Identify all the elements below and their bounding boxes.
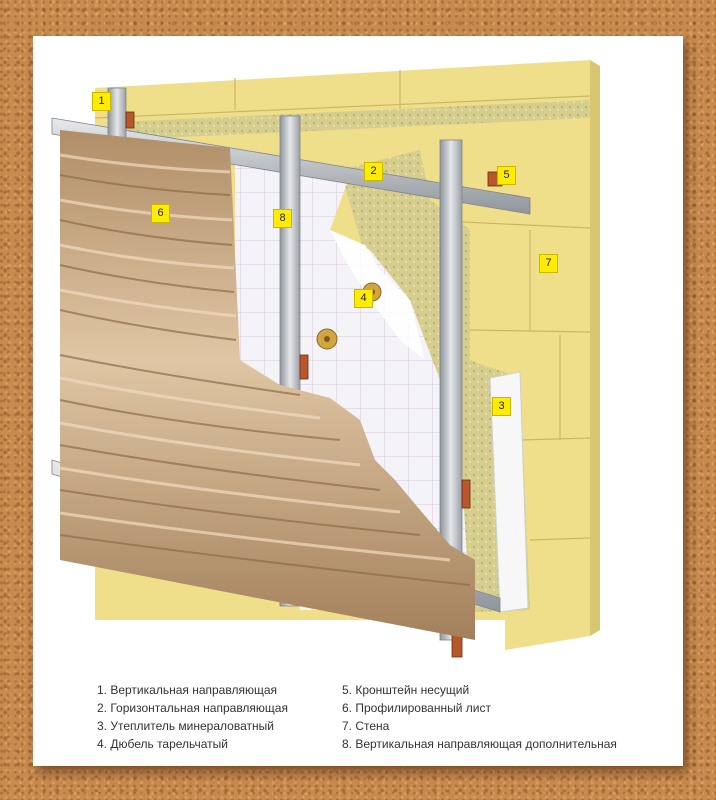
badge-5: 5 [497, 166, 516, 185]
badge-8: 8 [273, 209, 292, 228]
badge-1: 1 [92, 92, 111, 111]
badge-2: 2 [364, 162, 383, 181]
legend-item: 8. Вертикальная направляющая дополнитель… [342, 737, 617, 751]
badge-3: 3 [492, 397, 511, 416]
legend-item: 7. Стена [342, 719, 390, 733]
legend-item: 3. Утеплитель минераловатный [97, 719, 274, 733]
badge-4: 4 [354, 289, 373, 308]
profiled-sheet [59, 130, 475, 640]
badge-6: 6 [151, 204, 170, 223]
legend-item: 5. Кронштейн несущий [342, 683, 470, 697]
legend-right: 5. Кронштейн несущий 6. Профилированный … [342, 681, 617, 753]
legend-item: 6. Профилированный лист [342, 701, 491, 715]
legend-item: 2. Горизонтальная направляющая [97, 701, 288, 715]
badge-7: 7 [539, 254, 558, 273]
legend-left: 1. Вертикальная направляющая 2. Горизонт… [97, 681, 288, 753]
legend-item: 1. Вертикальная направляющая [97, 683, 277, 697]
legend-item: 4. Дюбель тарельчатый [97, 737, 228, 751]
